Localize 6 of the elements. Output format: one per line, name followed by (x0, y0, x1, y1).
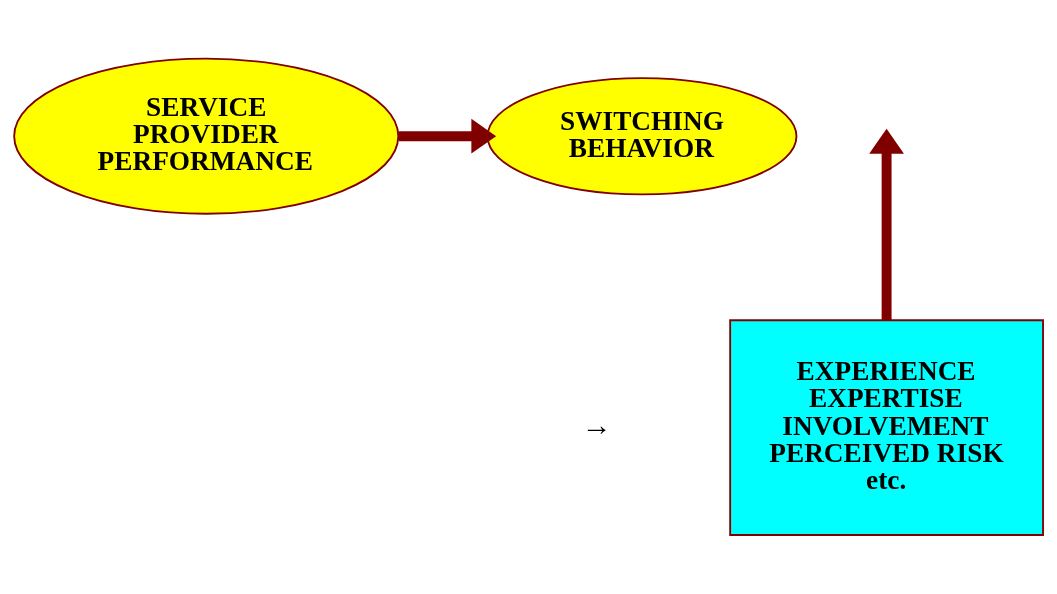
node-ellipse: SERVICE PROVIDER PERFORMANCE (13, 57, 400, 215)
node-box: EXPERIENCE EXPERTISE INVOLVEMENT PERCEIVED RISK etc. (729, 319, 1044, 536)
arrow (398, 118, 497, 154)
label: → (581, 408, 612, 442)
node-ellipse: SWITCHING BEHAVIOR (486, 77, 798, 196)
arrow (869, 128, 904, 321)
